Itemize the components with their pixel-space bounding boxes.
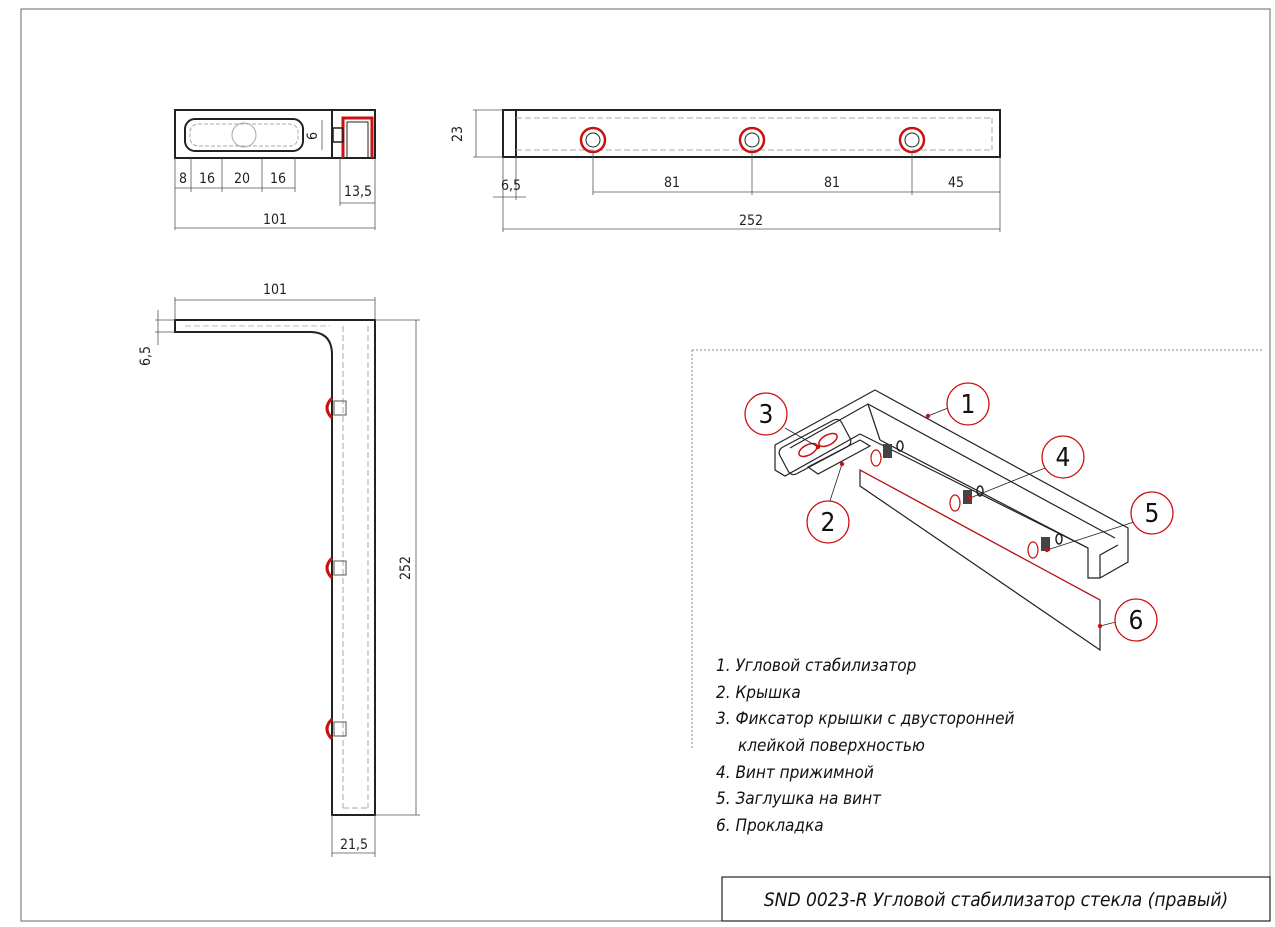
callout-1: 1 [961,390,976,420]
legend-item-6: 6. Прокладка [716,816,824,836]
dim-101-top: 101 [263,212,287,228]
callout-5: 5 [1145,499,1160,529]
dim-101-side: 101 [263,282,287,298]
title-text: SND 0023-R Угловой стабилизатор стекла (… [764,889,1228,911]
screw-set-2 [949,485,984,512]
gasket [859,468,1101,652]
end-view: 8 16 20 16 6 13,5 101 [174,109,376,230]
end-view-hole [231,122,257,148]
callout-dots [815,413,1103,629]
sheet-frame [20,8,1271,922]
dim-6-5-top: 6,5 [501,178,521,194]
dim-21-5: 21,5 [340,837,368,853]
gasket-edge [859,469,1101,601]
callout-circles [744,382,1174,642]
dim-81a: 81 [664,175,680,191]
legend-item-3: 3. Фиксатор крышки с двусторонней [716,709,1015,729]
side-view-screw-1 [325,396,347,420]
cover-plate [806,439,872,475]
end-view-dim-lines [174,120,376,230]
end-view-channel-inner [346,121,369,158]
exploded-panel: 1 3 2 4 5 6 [691,349,1262,748]
dim-20: 20 [234,171,250,187]
legend-item-2: 2. Крышка [716,683,801,703]
dim-8: 8 [179,171,187,187]
callout-6: 6 [1129,606,1144,636]
dim-252-side: 252 [398,556,414,580]
top-view-screw-3 [898,126,926,154]
screw-set-1 [870,440,904,467]
top-view-body [502,109,1001,158]
end-view-slot [184,118,304,152]
callout-2: 2 [821,508,836,538]
top-view-screw-2 [738,126,766,154]
legend-item-1: 1. Угловой стабилизатор [716,656,917,676]
dim-16b: 16 [270,171,286,187]
callout-3: 3 [759,400,774,430]
side-view-screw-2 [325,556,347,580]
side-view: 101 6,5 252 21,5 [138,282,420,857]
top-view-screw-1 [579,126,607,154]
end-view-slot-inner [189,123,299,147]
dim-6-5-side: 6,5 [138,346,154,366]
legend-item-3-cont: клейкой поверхностью [738,736,925,756]
side-view-screw-3 [325,717,347,741]
dim-13-5: 13,5 [344,184,372,200]
dim-6: 6 [305,132,321,140]
end-view-body [174,109,376,159]
title-block: SND 0023-R Угловой стабилизатор стекла (… [721,876,1271,922]
screw-set-3 [1027,533,1063,559]
side-view-dim-lines [155,297,420,857]
side-view-outline [174,319,376,816]
end-view-screw [332,127,344,143]
parts-legend: 1. Угловой стабилизатор 2. Крышка 3. Фик… [716,656,1015,836]
callout-4: 4 [1056,443,1071,473]
stabilizer-body [774,389,1129,579]
dim-81b: 81 [824,175,840,191]
top-view: 23 6,5 81 81 45 252 [450,109,1001,232]
dim-45: 45 [948,175,964,191]
legend-item-4: 4. Винт прижимной [716,763,874,783]
dim-23: 23 [450,126,466,142]
legend-item-5: 5. Заглушка на винт [716,789,882,809]
top-view-dim-lines [473,109,1001,232]
dim-252-top: 252 [739,213,763,229]
dim-16a: 16 [199,171,215,187]
